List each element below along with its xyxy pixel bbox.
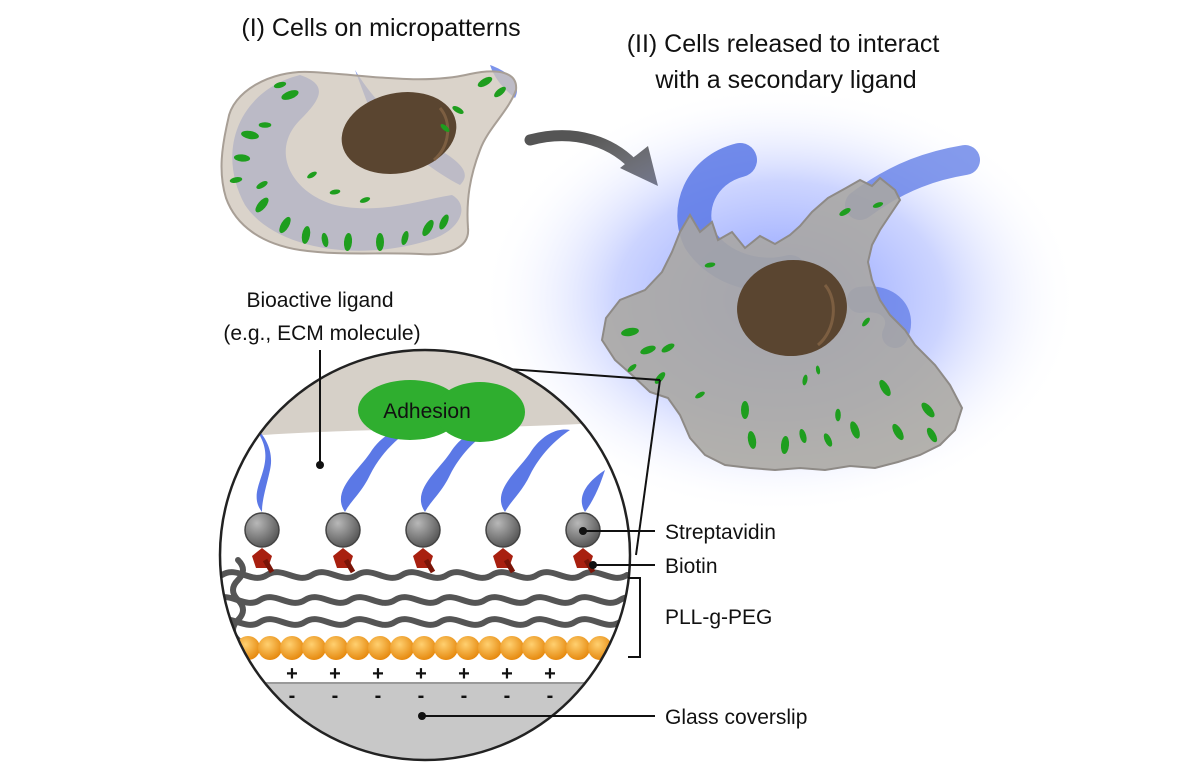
adhesion-complex: Adhesion (358, 380, 525, 442)
streptavidin-sphere (405, 512, 441, 548)
nucleus-2 (737, 259, 847, 357)
peg-chains (220, 557, 630, 658)
positive-charge: + (372, 663, 384, 685)
biotin-label: Biotin (665, 555, 718, 578)
negative-charge: - (375, 685, 382, 707)
streptavidin-sphere (325, 512, 361, 548)
released-cell (480, 85, 1080, 515)
ligand-label-line-1: Bioactive ligand (246, 289, 393, 312)
positive-charge: + (286, 663, 298, 685)
stage-2-title-line-1: (II) Cells released to interact (627, 30, 940, 58)
pll-peg-bracket (628, 577, 641, 658)
negative-charge: - (504, 685, 511, 707)
streptavidin-sphere (485, 512, 521, 548)
charges: + + + + + + + - - - - - - - (286, 663, 556, 707)
negative-charge: - (547, 685, 554, 707)
pll-peg-label: PLL-g-PEG (665, 606, 772, 629)
positive-charge: + (415, 663, 427, 685)
negative-charge: - (289, 685, 296, 707)
positive-charge: + (329, 663, 341, 685)
negative-charge: - (461, 685, 468, 707)
stage-1-title: (I) Cells on micropatterns (241, 14, 520, 42)
glass-label: Glass coverslip (665, 706, 807, 729)
ligand-units (244, 418, 605, 574)
streptavidin-sphere (244, 512, 280, 548)
pll-backbone (236, 636, 612, 660)
positive-charge: + (544, 663, 556, 685)
positive-charge: + (458, 663, 470, 685)
micropatterned-cell (220, 65, 518, 256)
negative-charge: - (418, 685, 425, 707)
ligand-label-line-2: (e.g., ECM molecule) (223, 322, 420, 345)
magnified-circle-outline (218, 348, 632, 762)
streptavidin-label: Streptavidin (665, 521, 776, 544)
positive-charge: + (501, 663, 513, 685)
adhesion-label: Adhesion (383, 400, 471, 423)
nucleus-1 (341, 92, 457, 174)
negative-charge: - (332, 685, 339, 707)
